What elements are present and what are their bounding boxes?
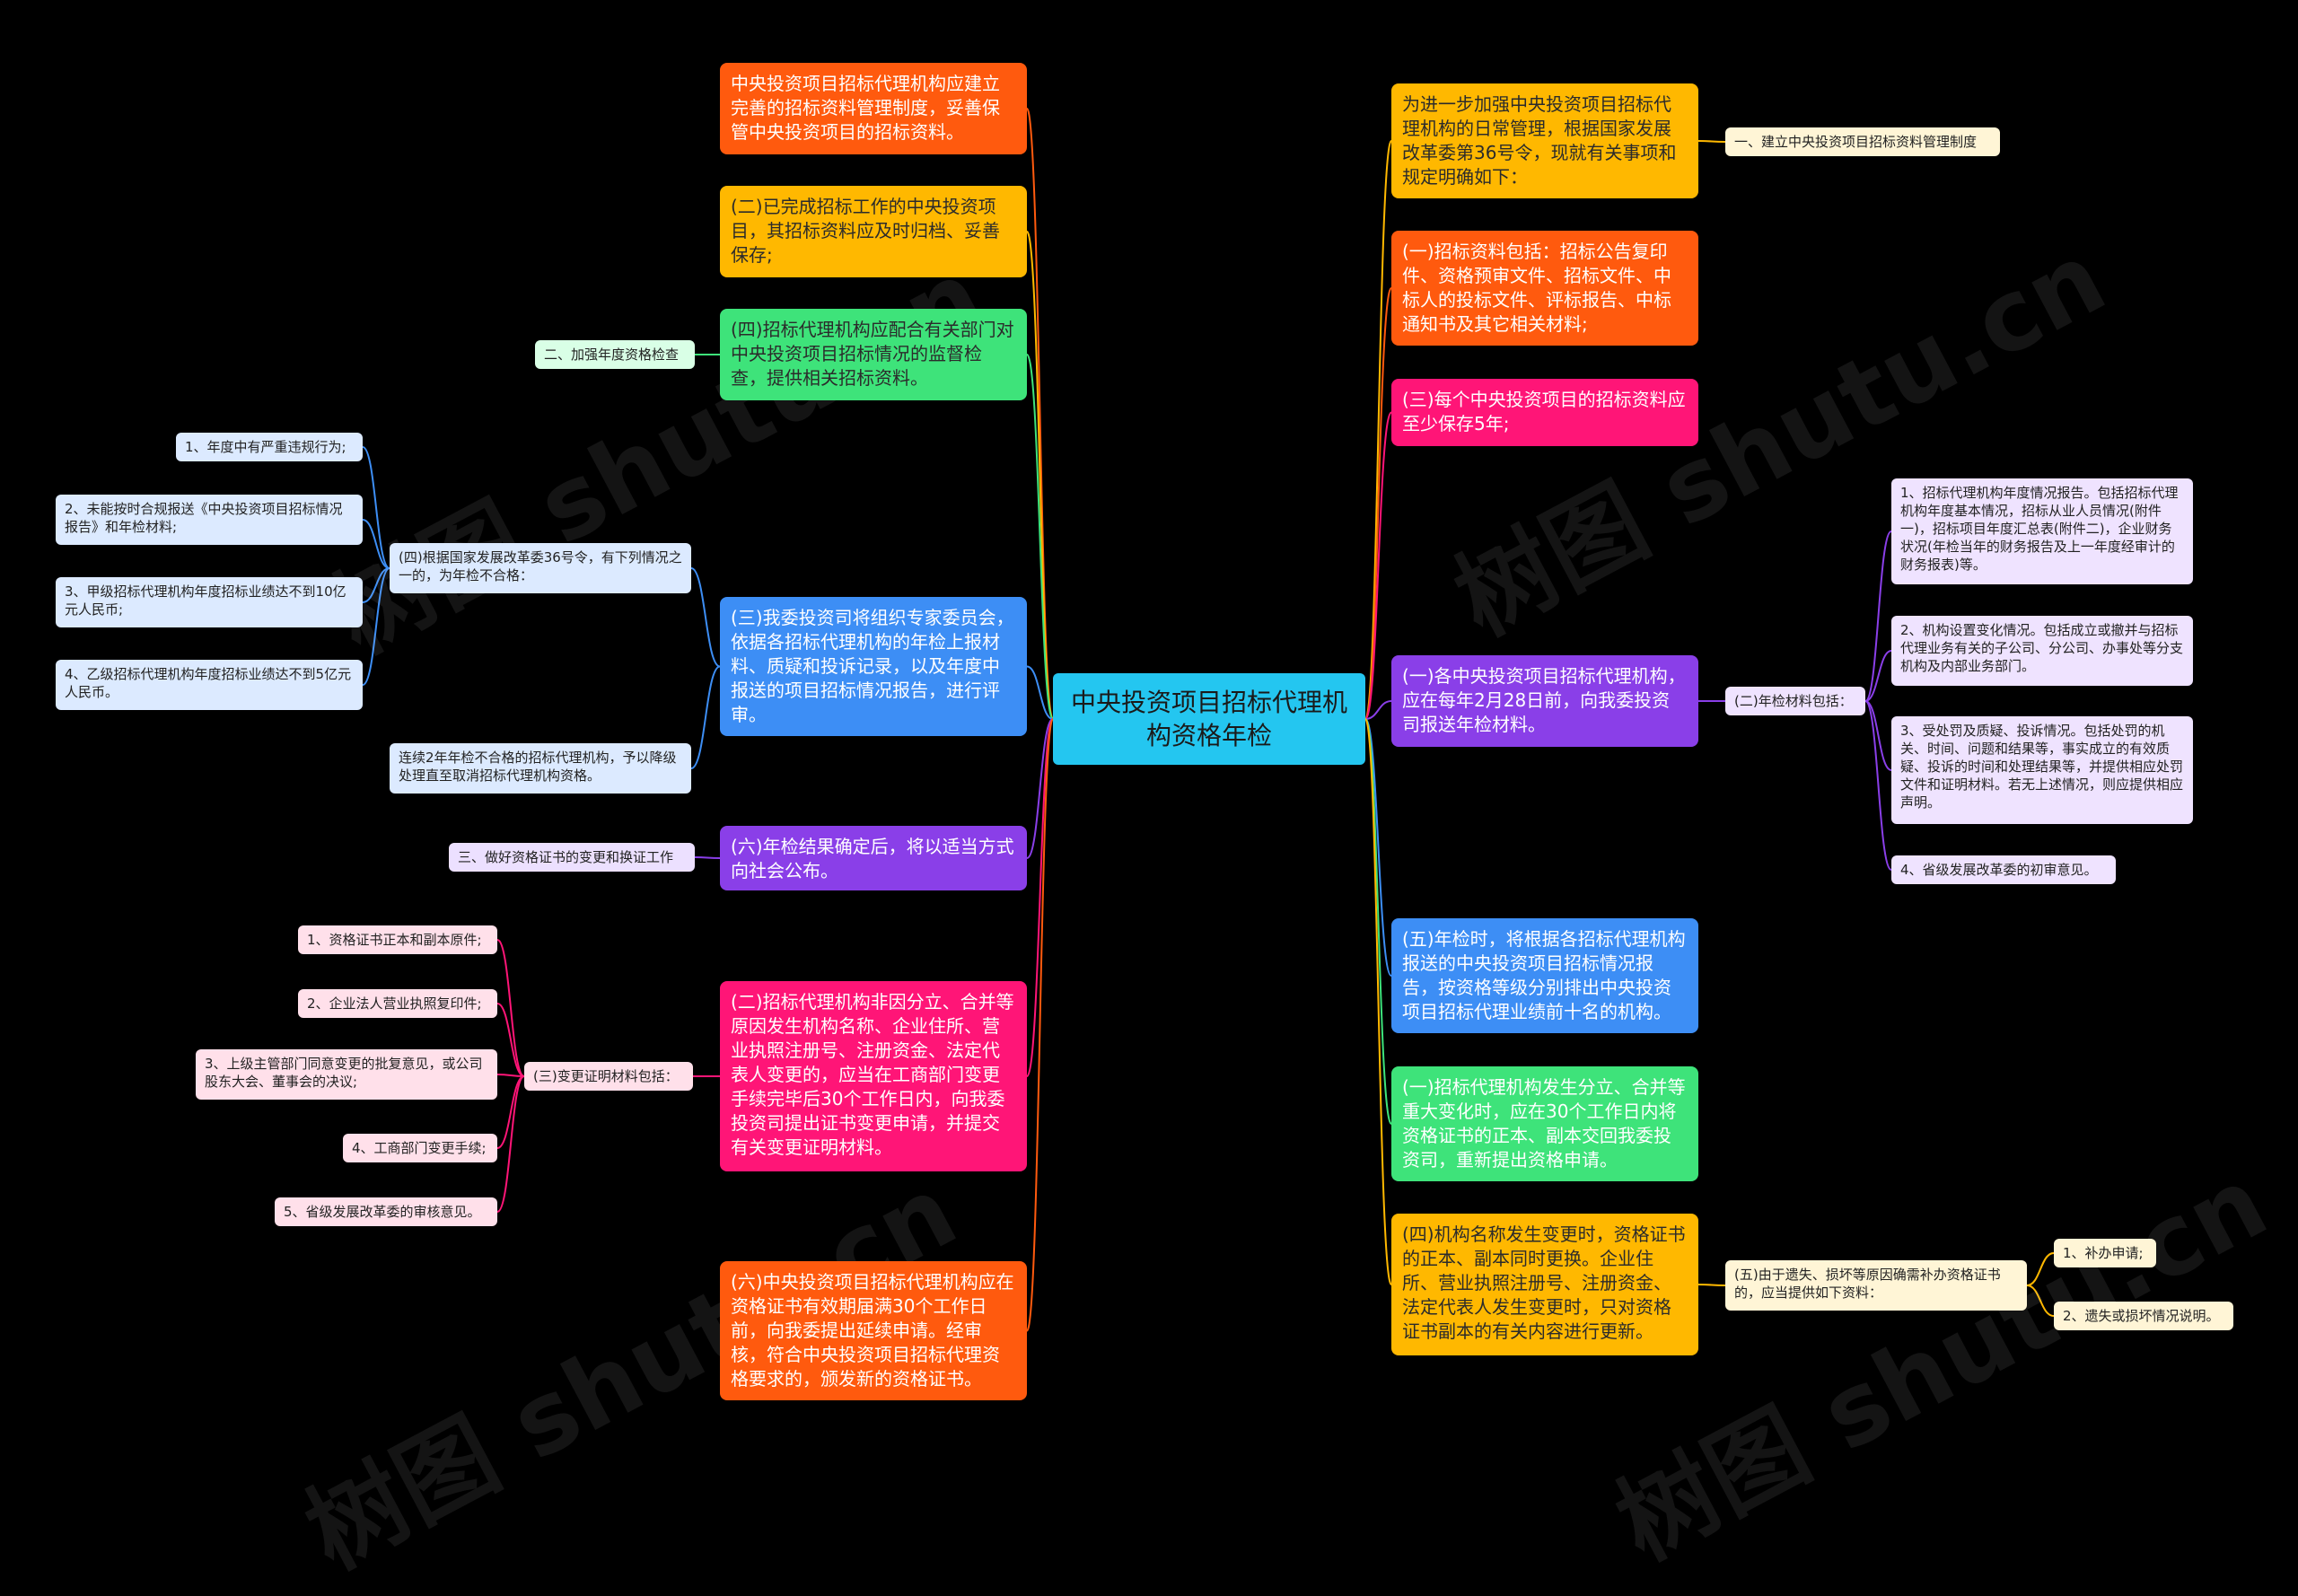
branch-node[interactable]: (四)机构名称发生变更时，资格证书的正本、副本同时更换。企业住所、营业执照注册号… <box>1391 1214 1698 1355</box>
branch-node[interactable]: 中央投资项目招标代理机构应建立完善的招标资料管理制度，妥善保管中央投资项目的招标… <box>720 63 1027 154</box>
connector <box>496 1075 525 1213</box>
root-topic[interactable]: 中央投资项目招标代理机构资格年检 <box>1053 673 1365 765</box>
leaf-node[interactable]: 2、未能按时合规报送《中央投资项目招标情况报告》和年检材料; <box>56 495 363 545</box>
leaf-node[interactable]: 二、加强年度资格检查 <box>535 340 695 369</box>
leaf-node[interactable]: 三、做好资格证书的变更和换证工作 <box>449 843 695 872</box>
leaf-node[interactable]: (四)根据国家发展改革委36号令，有下列情况之一的，为年检不合格： <box>390 543 691 593</box>
leaf-node[interactable]: 1、招标代理机构年度情况报告。包括招标代理机构年度基本情况，招标从业人员情况(附… <box>1891 478 2193 584</box>
leaf-node[interactable]: 2、遗失或损坏情况说明。 <box>2054 1302 2233 1330</box>
connector <box>1864 650 1892 702</box>
branch-node[interactable]: (四)招标代理机构应配合有关部门对中央投资项目招标情况的监督检查，提供相关招标资… <box>720 309 1027 400</box>
leaf-node[interactable]: 2、机构设置变化情况。包括成立或撤并与招标代理业务有关的子公司、分公司、办事处等… <box>1891 616 2193 686</box>
connector <box>1697 140 1726 143</box>
leaf-node[interactable]: 3、上级主管部门同意变更的批复意见，或公司股东大会、董事会的决议; <box>196 1049 497 1100</box>
branch-node[interactable]: 为进一步加强中央投资项目招标代理机构的日常管理，根据国家发展改革委第36号令，现… <box>1391 83 1698 198</box>
leaf-node[interactable]: 1、补办申请; <box>2054 1239 2156 1267</box>
leaf-node[interactable]: 连续2年年检不合格的招标代理机构，予以降级处理直至取消招标代理机构资格。 <box>390 743 691 794</box>
connector <box>1026 108 1054 720</box>
connector <box>1026 718 1054 859</box>
connector <box>1364 140 1392 720</box>
leaf-node[interactable]: (二)年检材料包括： <box>1725 687 1865 715</box>
connector <box>496 1074 525 1077</box>
connector <box>2026 1285 2055 1317</box>
leaf-node[interactable]: 5、省级发展改革委的审核意见。 <box>275 1197 497 1226</box>
leaf-node[interactable]: 1、资格证书正本和副本原件; <box>298 925 497 954</box>
connector-lines <box>362 108 2055 1332</box>
connector <box>694 856 721 859</box>
leaf-node[interactable]: 4、工商部门变更手续; <box>343 1134 497 1162</box>
connector <box>1026 718 1054 1332</box>
connector <box>362 567 390 686</box>
leaf-node[interactable]: 4、省级发展改革委的初审意见。 <box>1891 855 2116 884</box>
connector <box>1364 718 1392 1285</box>
branch-node[interactable]: (六)中央投资项目招标代理机构应在资格证书有效期届满30个工作日前，向我委提出延… <box>720 1261 1027 1400</box>
branch-node[interactable]: (一)招标代理机构发生分立、合并等重大变化时，应在30个工作日内将资格证书的正本… <box>1391 1066 1698 1181</box>
branch-node[interactable]: (五)年检时，将根据各招标代理机构报送的中央投资项目招标情况报告，按资格等级分别… <box>1391 918 1698 1033</box>
branch-node[interactable]: (三)我委投资司将组织专家委员会，依据各招标代理机构的年检上报材料、质疑和投诉记… <box>720 597 1027 736</box>
branch-node[interactable]: (二)已完成招标工作的中央投资项目，其招标资料应及时归档、妥善保存; <box>720 186 1027 277</box>
leaf-node[interactable]: 一、建立中央投资项目招标资料管理制度 <box>1725 127 2000 156</box>
connector <box>1026 231 1054 720</box>
leaf-node[interactable]: 2、企业法人营业执照复印件; <box>298 989 497 1018</box>
connector <box>1364 718 1392 977</box>
connector <box>690 567 721 668</box>
connector <box>1364 700 1392 720</box>
branch-node[interactable]: (三)每个中央投资项目的招标资料应至少保存5年; <box>1391 379 1698 446</box>
leaf-node[interactable]: (五)由于遗失、损坏等原因确需补办资格证书的，应当提供如下资料： <box>1725 1260 2027 1311</box>
leaf-node[interactable]: (三)变更证明材料包括： <box>524 1062 693 1091</box>
branch-node[interactable]: (一)招标资料包括：招标公告复印件、资格预审文件、招标文件、中标人的投标文件、评… <box>1391 231 1698 346</box>
connector <box>496 939 525 1077</box>
leaf-node[interactable]: 1、年度中有严重违规行为; <box>176 433 363 461</box>
connector <box>1864 700 1892 771</box>
branch-node[interactable]: (二)招标代理机构非因分立、合并等原因发生机构名称、企业住所、营业执照注册号、注… <box>720 981 1027 1171</box>
branch-node[interactable]: (六)年检结果确定后，将以适当方式向社会公布。 <box>720 826 1027 890</box>
connector <box>2026 1252 2055 1286</box>
connector <box>690 665 721 769</box>
connector <box>1364 718 1392 1125</box>
leaf-node[interactable]: 3、受处罚及质疑、投诉情况。包括处罚的机关、时间、问题和结果等，事实成立的有效质… <box>1891 716 2193 824</box>
connector <box>1026 665 1054 720</box>
connector <box>496 1003 525 1077</box>
connector <box>362 446 390 569</box>
connector <box>1364 287 1392 720</box>
connector <box>1864 700 1892 871</box>
connector <box>1364 411 1392 720</box>
connector <box>1864 531 1892 702</box>
leaf-node[interactable]: 3、甲级招标代理机构年度招标业绩达不到10亿元人民币; <box>56 577 363 627</box>
connector <box>1026 718 1054 1077</box>
branch-node[interactable]: (一)各中央投资项目招标代理机构，应在每年2月28日前，向我委投资司报送年检材料… <box>1391 655 1698 747</box>
connector <box>1026 354 1054 720</box>
connector <box>362 567 390 603</box>
leaf-node[interactable]: 4、乙级招标代理机构年度招标业绩达不到5亿元人民币。 <box>56 660 363 710</box>
connector <box>362 519 390 569</box>
